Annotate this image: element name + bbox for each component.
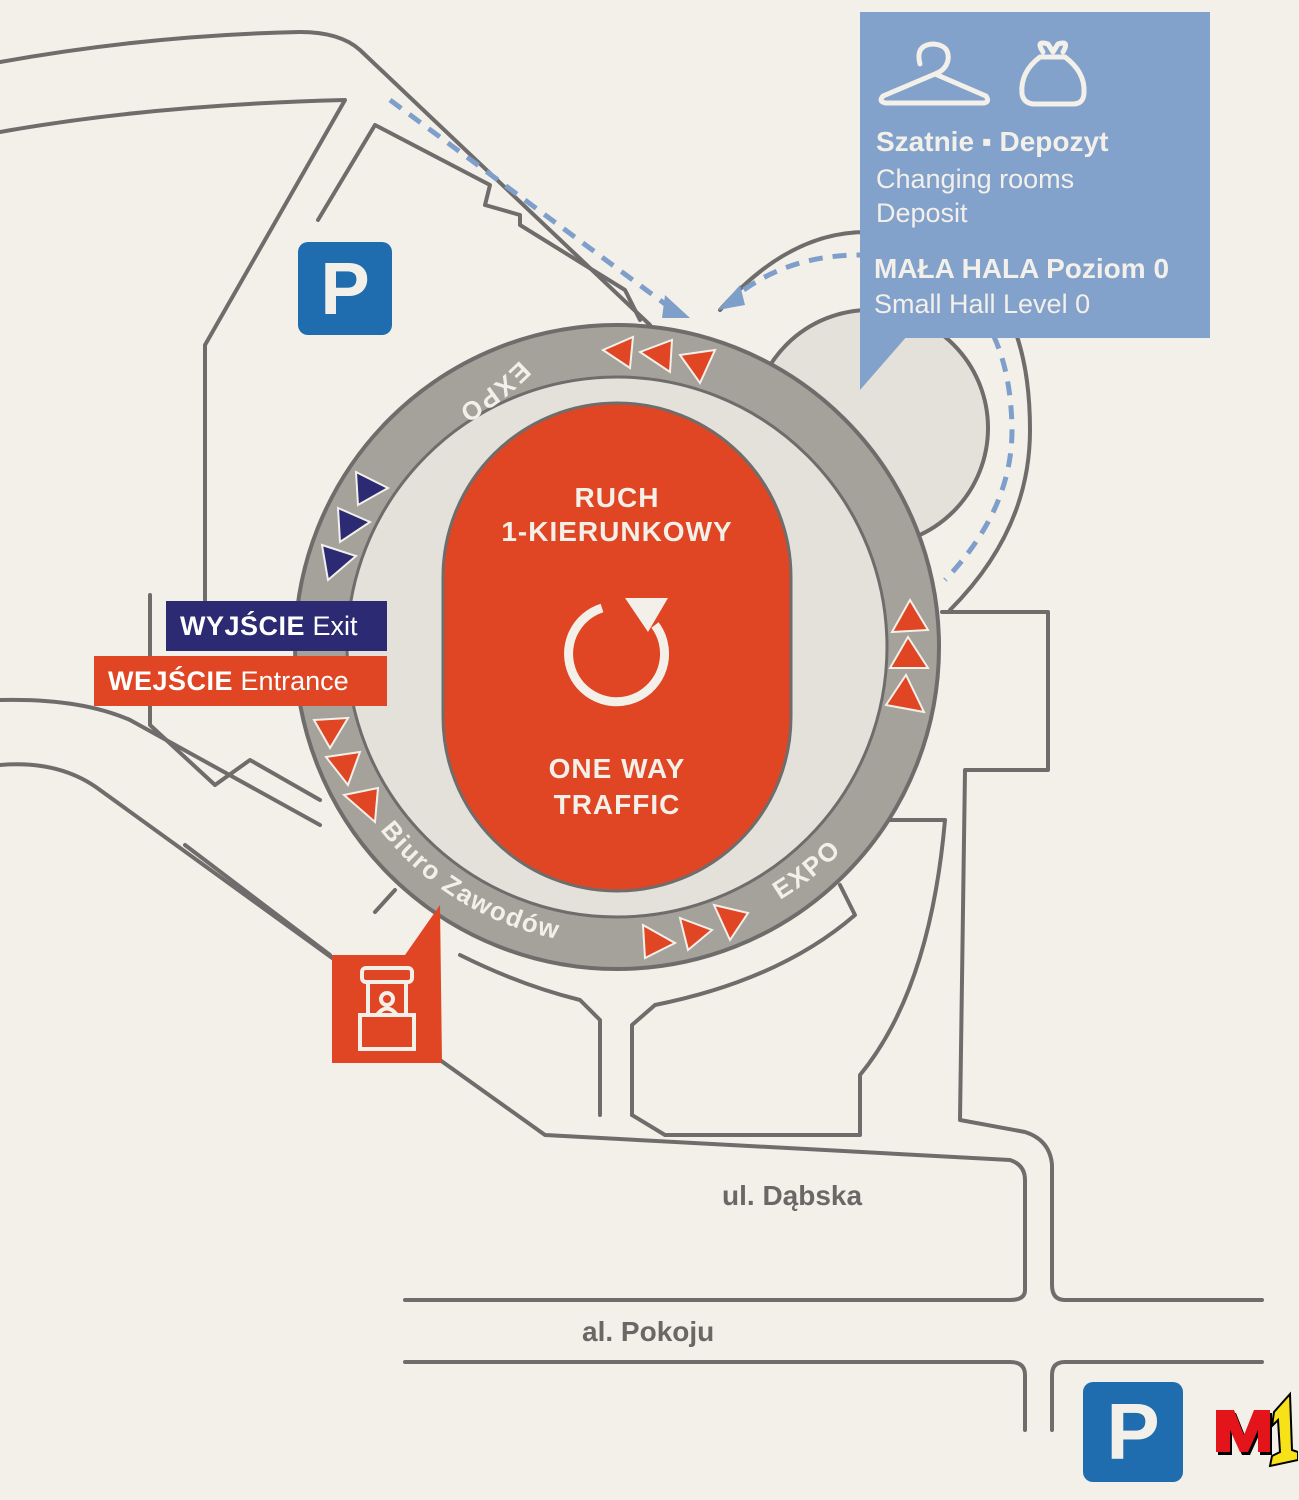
route-arrow-icon — [662, 295, 690, 318]
entrance-pl: WEJŚCIE — [108, 666, 234, 696]
exit-en: Exit — [312, 611, 358, 641]
arrow-icon — [320, 543, 359, 582]
street-pokoju: al. Pokoju — [582, 1316, 715, 1347]
race-office-marker[interactable] — [332, 905, 442, 1063]
parking-icon[interactable]: P — [298, 242, 392, 335]
exit-label[interactable]: WYJŚCIE Exit — [162, 601, 387, 651]
info-changing-rooms: Changing rooms — [876, 164, 1075, 194]
arrow-icon — [890, 598, 930, 634]
hanger-icon — [878, 41, 991, 106]
info-icons — [878, 40, 1087, 107]
exit-pl: WYJŚCIE — [180, 611, 306, 641]
arrow-icon — [354, 470, 391, 507]
booth-icon — [358, 966, 416, 1051]
info-title: Szatnie ▪ Depozyt — [876, 126, 1109, 157]
arena-floor — [441, 401, 793, 893]
arrow-icon — [336, 506, 373, 544]
route-arrow-icon — [718, 285, 745, 310]
deposit-bag-icon — [1019, 40, 1087, 107]
route-dashed — [388, 97, 682, 318]
arrow-icon — [678, 348, 717, 385]
arrow-icon — [641, 923, 678, 960]
info-hall-pl: MAŁA HALA Poziom 0 — [874, 253, 1170, 284]
entrance-en: Entrance — [240, 666, 349, 696]
center-text-3: ONE WAY — [549, 753, 686, 784]
arrow-icon — [312, 716, 350, 750]
street-dabska: ul. Dąbska — [722, 1180, 863, 1211]
arrow-icon — [600, 335, 635, 370]
center-text-2: 1-KIERUNKOWY — [501, 516, 732, 547]
changing-rooms-info[interactable]: Szatnie ▪ Depozyt Changing rooms Deposit… — [860, 12, 1210, 338]
info-pointer — [860, 335, 908, 390]
parking-icon[interactable]: P — [1083, 1382, 1183, 1482]
info-deposit: Deposit — [876, 198, 968, 228]
m1-logo — [1212, 1390, 1298, 1470]
arrow-icon — [637, 338, 674, 374]
route-dashed-hall — [723, 252, 1015, 582]
one-way-rotate-icon — [564, 598, 670, 707]
arrow-icon — [884, 672, 926, 714]
exit-arrows — [320, 470, 391, 582]
center-text-4: TRAFFIC — [554, 789, 681, 820]
arrow-icon — [678, 916, 714, 952]
arrow-icon — [888, 635, 930, 669]
center-text-1: RUCH — [575, 482, 660, 513]
info-hall-en: Small Hall Level 0 — [874, 289, 1091, 319]
arrow-icon — [341, 786, 380, 825]
direction-arrows — [312, 335, 930, 960]
entrance-label[interactable]: WEJŚCIE Entrance — [94, 656, 387, 706]
arrow-icon — [324, 750, 362, 788]
arrow-icon — [712, 903, 750, 943]
